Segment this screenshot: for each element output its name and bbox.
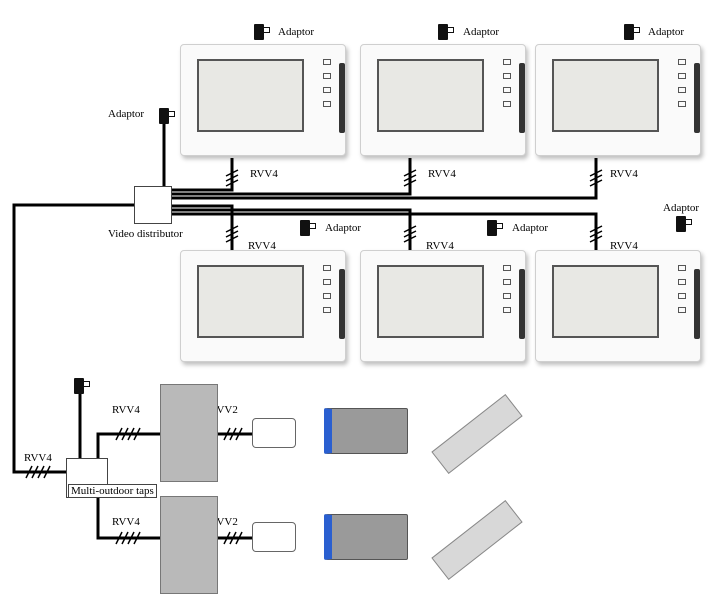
power-adaptor-icon <box>300 220 316 236</box>
adaptor-label: Adaptor <box>512 222 549 234</box>
rvv4-label: RVV4 <box>112 404 140 416</box>
monitor-buttons <box>319 265 335 345</box>
electric-lock-icon <box>252 418 296 448</box>
video-distributor-icon <box>134 186 172 224</box>
indoor-monitor <box>535 250 701 362</box>
monitor-screen <box>552 265 659 338</box>
rvv4-label: RVV4 <box>428 168 456 180</box>
power-adaptor-icon <box>74 378 90 394</box>
adaptor-label: Adaptor <box>648 26 685 38</box>
rim-lock-icon <box>324 514 408 560</box>
monitor-screen <box>377 59 484 132</box>
video-distributor-label: Video distributor <box>108 228 183 240</box>
adaptor-label: Adaptor <box>325 222 362 234</box>
rvv4-label: RVV4 <box>24 452 52 464</box>
power-adaptor-icon <box>438 24 454 40</box>
rvv4-label: RVV4 <box>248 240 276 252</box>
rim-lock-icon <box>324 408 408 454</box>
power-adaptor-icon <box>487 220 503 236</box>
adaptor-label: Adaptor <box>463 26 500 38</box>
indoor-monitor <box>180 250 346 362</box>
monitor-buttons <box>499 59 515 139</box>
rvv4-label: RVV4 <box>112 516 140 528</box>
rvv4-label: RVV4 <box>250 168 278 180</box>
monitor-side <box>339 269 345 339</box>
indoor-monitor <box>360 250 526 362</box>
rvv4-label: RVV4 <box>426 240 454 252</box>
monitor-screen <box>552 59 659 132</box>
outdoor-panel-icon <box>160 384 218 482</box>
monitor-side <box>694 269 700 339</box>
adaptor-label: Adaptor <box>108 108 145 120</box>
indoor-monitor <box>180 44 346 156</box>
rvv4-label: RVV4 <box>610 168 638 180</box>
adaptor-label: Adaptor <box>663 202 700 214</box>
monitor-screen <box>377 265 484 338</box>
monitor-side <box>519 63 525 133</box>
power-adaptor-icon <box>254 24 270 40</box>
power-adaptor-icon <box>624 24 640 40</box>
indoor-monitor <box>360 44 526 156</box>
indoor-monitor <box>535 44 701 156</box>
monitor-buttons <box>499 265 515 345</box>
multi-outdoor-taps-label: Multi-outdoor taps <box>68 484 157 498</box>
rvv4-label: RVV4 <box>610 240 638 252</box>
power-adaptor-icon <box>159 108 175 124</box>
monitor-buttons <box>674 265 690 345</box>
monitor-side <box>519 269 525 339</box>
monitor-screen <box>197 59 304 132</box>
electric-lock-icon <box>252 522 296 552</box>
power-adaptor-icon <box>676 216 692 232</box>
outdoor-panel-icon <box>160 496 218 594</box>
monitor-buttons <box>319 59 335 139</box>
monitor-side <box>339 63 345 133</box>
monitor-buttons <box>674 59 690 139</box>
monitor-side <box>694 63 700 133</box>
monitor-screen <box>197 265 304 338</box>
adaptor-label: Adaptor <box>278 26 315 38</box>
